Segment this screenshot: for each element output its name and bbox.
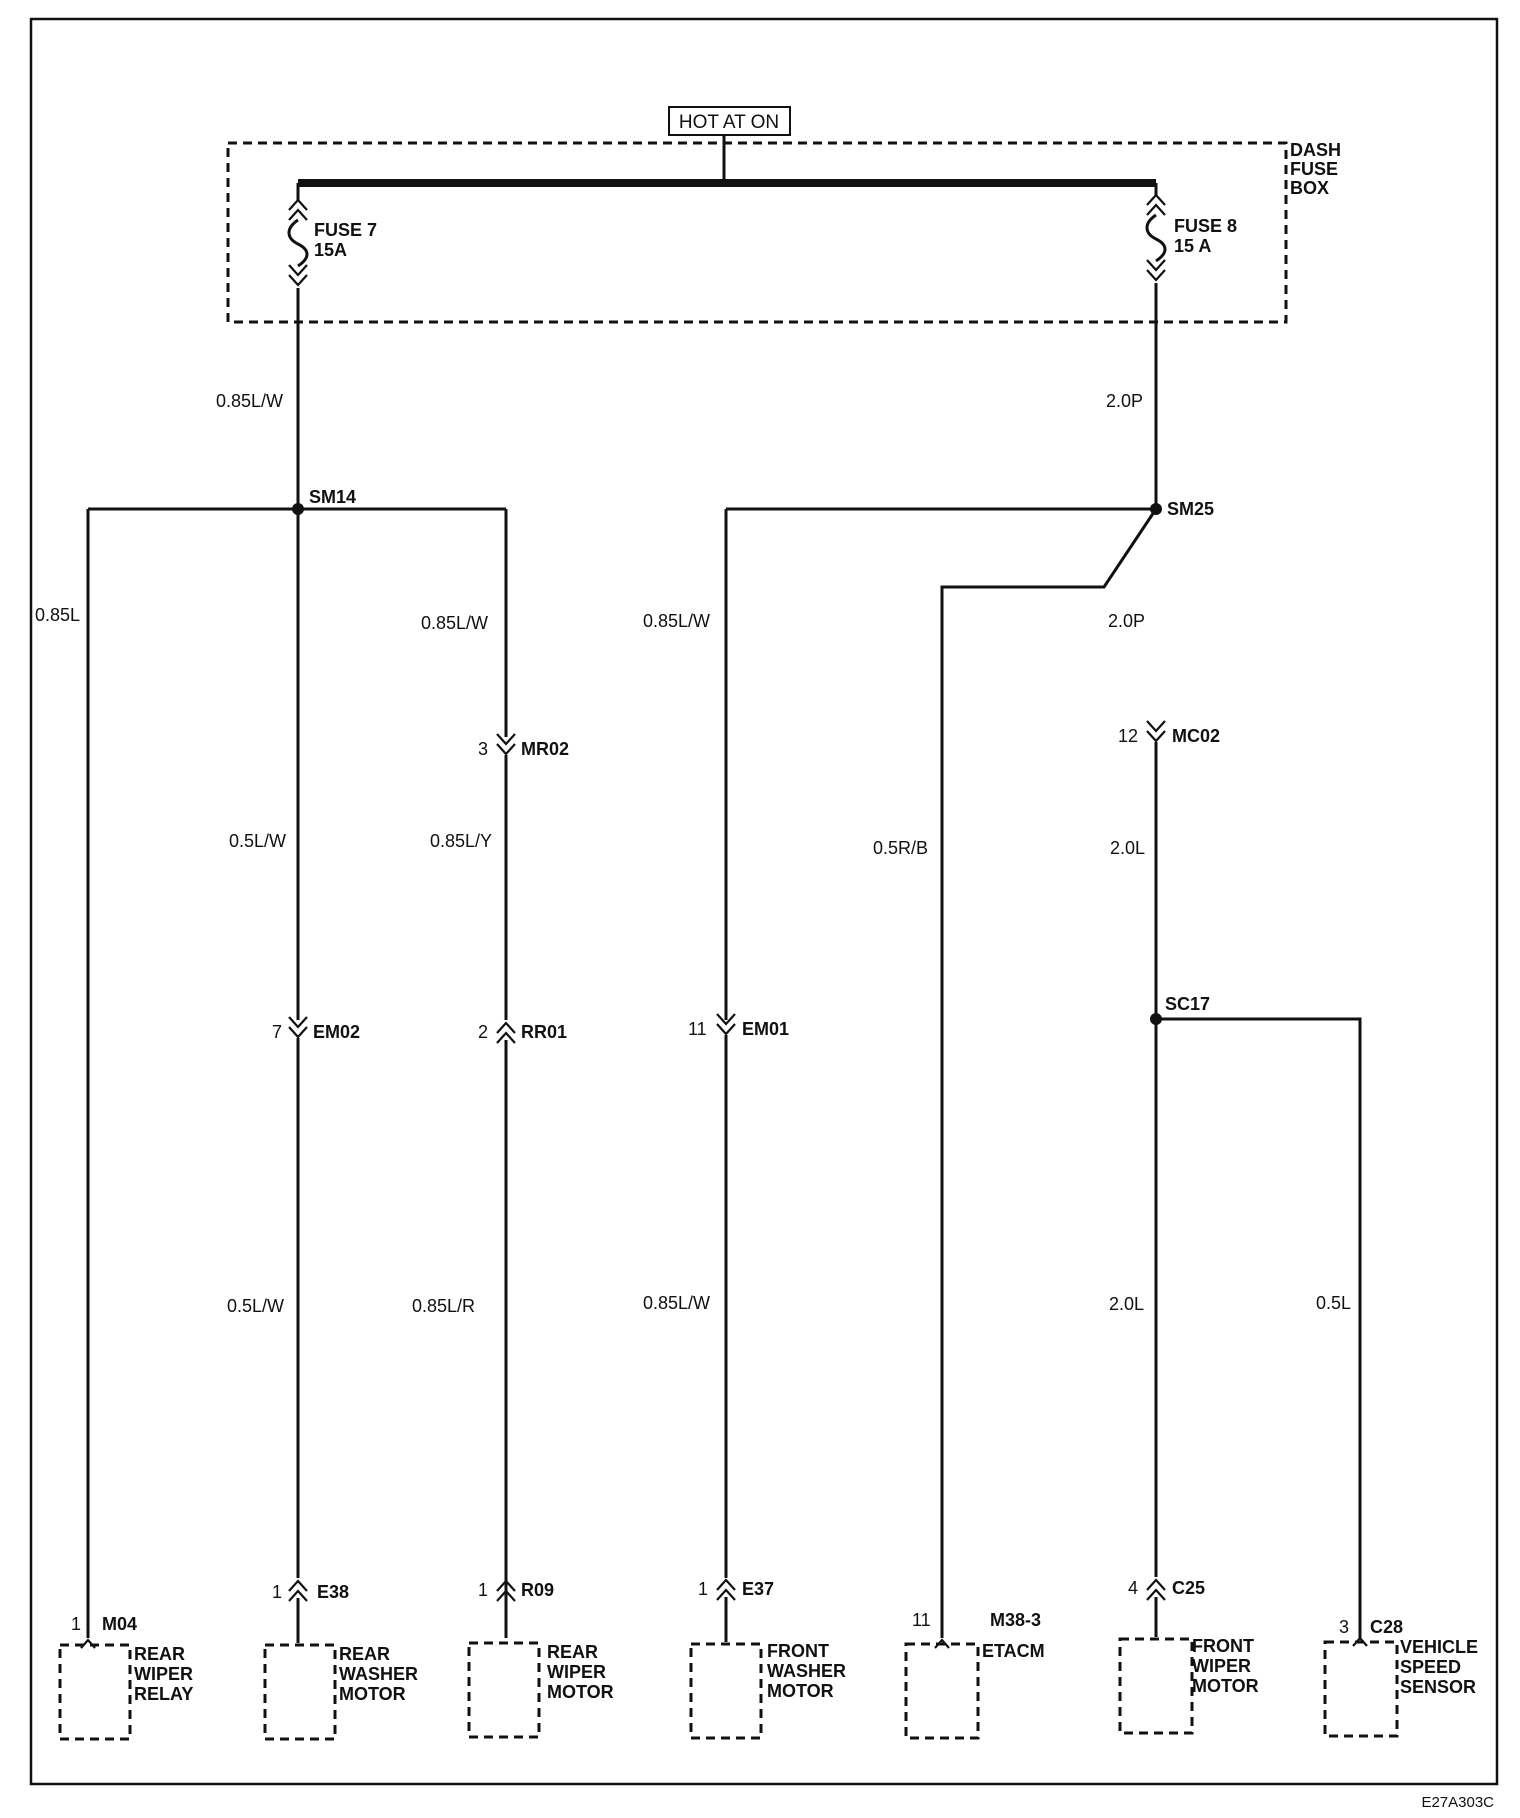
e38-name: E38 (317, 1582, 349, 1602)
component-vehicle-speed-sensor: 3 C28 VEHICLE SPEED SENSOR (1323, 1617, 1478, 1738)
em02-name: EM02 (313, 1022, 360, 1042)
r09-label-3: MOTOR (547, 1682, 614, 1702)
dash-fuse-box-label: DASH FUSE BOX (1290, 140, 1341, 198)
figure-code: E27A303C (1421, 1794, 1494, 1811)
mr02-pin: 3 (478, 739, 488, 759)
e38-label-1: REAR (339, 1644, 390, 1664)
m04-label-2: WIPER (134, 1664, 193, 1684)
c25-pin: 4 (1128, 1578, 1138, 1598)
component-rear-wiper-relay: 1 M04 REAR WIPER RELAY (58, 1614, 193, 1741)
hot-at-on-label: HOT AT ON (679, 112, 779, 133)
rr01-pin: 2 (478, 1022, 488, 1042)
e37-label-3: MOTOR (767, 1681, 834, 1701)
c28-label-3: SENSOR (1400, 1677, 1476, 1697)
em01-name: EM01 (742, 1019, 789, 1039)
wire-label-etacm: 0.5R/B (873, 838, 928, 858)
mc02-name: MC02 (1172, 726, 1220, 746)
em01-pin: 11 (688, 1019, 707, 1039)
wire-label-front-wiper: 2.0L (1109, 1294, 1144, 1314)
e38-pin: 1 (272, 1582, 282, 1602)
em02-pin: 7 (272, 1022, 282, 1042)
etacm-conn: M38-3 (990, 1610, 1041, 1630)
m04-pin: 1 (71, 1614, 81, 1634)
r09-label-2: WIPER (547, 1662, 606, 1682)
rr01-name: RR01 (521, 1022, 567, 1042)
component-rear-washer-motor: 1 E38 REAR WASHER MOTOR (263, 1579, 418, 1741)
wire-label-washer-upper: 0.5L/W (229, 831, 286, 851)
wire-label-sm25-down: 2.0P (1108, 611, 1145, 631)
e37-label-2: WASHER (767, 1661, 846, 1681)
splice-sm25-label: SM25 (1167, 499, 1214, 519)
c25-label-2: WIPER (1192, 1656, 1251, 1676)
wire-label-relay: 0.85L (35, 605, 80, 625)
fuse-box-label-line3: BOX (1290, 178, 1329, 198)
component-front-washer-motor: 1 E37 FRONT WASHER MOTOR (689, 1578, 846, 1740)
c28-label-2: SPEED (1400, 1657, 1461, 1677)
e37-pin: 1 (698, 1579, 708, 1599)
fuse-8: FUSE 8 15 A (1145, 183, 1237, 282)
splice-sc17-label: SC17 (1165, 994, 1210, 1014)
fuse-7-rating: 15A (314, 240, 347, 260)
c28-name: C28 (1370, 1617, 1403, 1637)
fuse-7-name: FUSE 7 (314, 220, 377, 240)
m04-name: M04 (102, 1614, 137, 1634)
fuse-8-rating: 15 A (1174, 236, 1211, 256)
wire-label-wiper-mid: 0.85L/Y (430, 831, 492, 851)
wire-label-speed-sensor: 0.5L (1316, 1293, 1351, 1313)
etacm-pin: 11 (912, 1610, 931, 1630)
wire-label-front-washer-lower: 0.85L/W (643, 1293, 710, 1313)
splice-sm14-label: SM14 (309, 487, 356, 507)
c25-label-3: MOTOR (1192, 1676, 1259, 1696)
fuse-box-label-line1: DASH (1290, 140, 1341, 160)
c25-label-1: FRONT (1192, 1636, 1254, 1656)
hot-at-on-box: HOT AT ON (668, 106, 791, 136)
fuse-box-label-line2: FUSE (1290, 159, 1338, 179)
mr02-name: MR02 (521, 739, 569, 759)
fuse-7: FUSE 7 15A (287, 183, 377, 287)
wire-speed-sensor (1156, 1017, 1362, 1638)
wire-label-front-washer-upper: 0.85L/W (643, 611, 710, 631)
r09-pin: 1 (478, 1580, 488, 1600)
wire-label-fuse7: 0.85L/W (216, 391, 283, 411)
component-front-wiper-motor: 4 C25 FRONT WIPER MOTOR (1118, 1578, 1259, 1735)
c25-name: C25 (1172, 1578, 1205, 1598)
etacm-label: ETACM (982, 1641, 1045, 1661)
component-etacm: 11 M38-3 ETACM (904, 1610, 1045, 1740)
e38-label-2: WASHER (339, 1664, 418, 1684)
r09-name: R09 (521, 1580, 554, 1600)
mc02-pin: 12 (1118, 726, 1138, 746)
wire-label-wiper-lower: 0.85L/R (412, 1296, 475, 1316)
wire-label-mc02-down: 2.0L (1110, 838, 1145, 858)
e38-label-3: MOTOR (339, 1684, 406, 1704)
m04-label-3: RELAY (134, 1684, 193, 1704)
m04-label-1: REAR (134, 1644, 185, 1664)
wire-etacm (940, 508, 1158, 1638)
dash-fuse-box (226, 141, 1288, 324)
r09-label-1: REAR (547, 1642, 598, 1662)
c28-pin: 3 (1339, 1617, 1349, 1637)
component-rear-wiper-motor: 1 R09 REAR WIPER MOTOR (467, 1579, 614, 1739)
fuse-8-name: FUSE 8 (1174, 216, 1237, 236)
wire-label-wiper-upper: 0.85L/W (421, 613, 488, 633)
e37-name: E37 (742, 1579, 774, 1599)
page-frame (29, 17, 1499, 1786)
wire-label-washer-lower: 0.5L/W (227, 1296, 284, 1316)
c28-label-1: VEHICLE (1400, 1637, 1478, 1657)
e37-label-1: FRONT (767, 1641, 829, 1661)
wire-label-fuse8: 2.0P (1106, 391, 1143, 411)
